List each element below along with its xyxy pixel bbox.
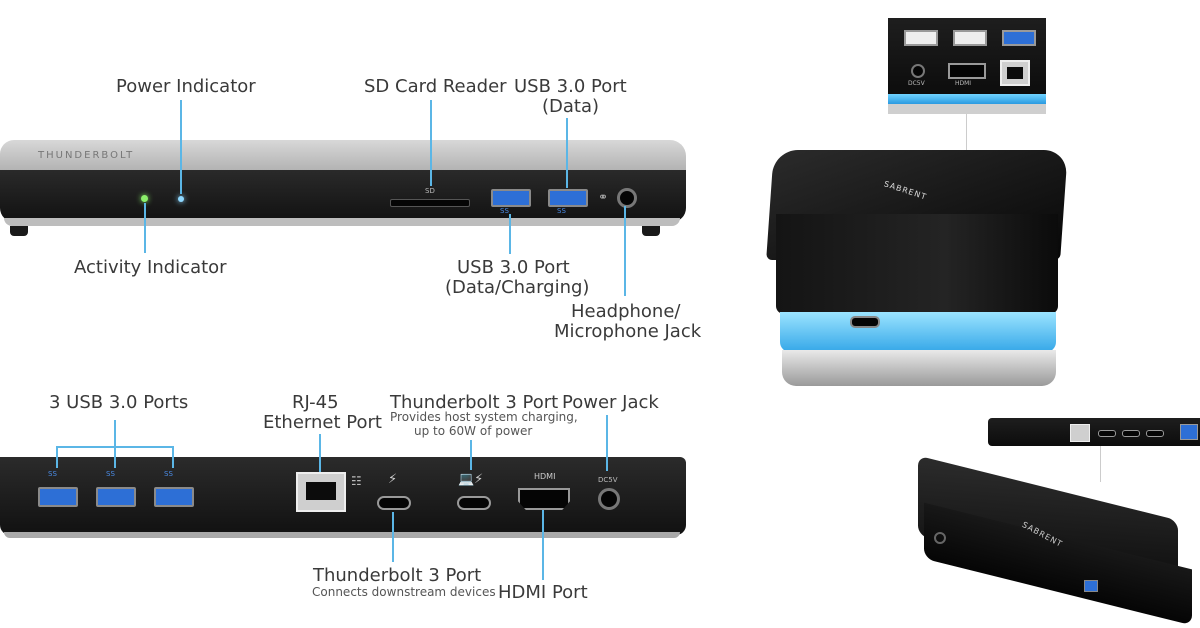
rear-usb-port-1[interactable] [38, 487, 78, 507]
usb-ss-mark-data: SS [557, 207, 566, 215]
usb-ports-label: 3 USB 3.0 Ports [49, 392, 189, 413]
usb-data-label-line2: (Data) [542, 96, 600, 117]
dock-usb-port[interactable] [1180, 424, 1198, 440]
rj45-label-line2: Ethernet Port [263, 412, 382, 433]
tb-host-sub2: up to 60W of power [414, 424, 533, 438]
thunderbolt-port-host[interactable] [457, 496, 491, 510]
usb-charging-label-line1: USB 3.0 Port [457, 257, 570, 278]
thunderbolt-icon-downstream: ⚡ [388, 472, 398, 487]
hdmi-port[interactable] [518, 488, 570, 510]
cube-rear-glow [888, 94, 1046, 104]
activity-indicator-line [144, 203, 146, 253]
tb-host-title: Thunderbolt 3 Port [390, 392, 559, 413]
usb-ports-bracket-v1 [56, 446, 58, 468]
usb-data-line [566, 118, 568, 188]
rear-usb-port-3[interactable] [154, 487, 194, 507]
cube-hdmi-mark: HDMI [955, 80, 972, 87]
power-jack[interactable] [598, 488, 620, 510]
usb-ports-bracket-v2 [114, 420, 116, 468]
rear-usb-port-2[interactable] [96, 487, 136, 507]
usb-port-data[interactable] [548, 189, 588, 207]
tb-downstream-title: Thunderbolt 3 Port [313, 565, 482, 586]
cube-glow [780, 312, 1056, 352]
cube-rear-base [888, 104, 1046, 114]
power-led [178, 196, 184, 202]
cube-dc-mark: DC5V [908, 80, 925, 87]
dock-usbc-port-1[interactable] [1098, 430, 1116, 437]
usb-port-charging[interactable] [491, 189, 531, 207]
front-dock-foot-left [10, 226, 28, 236]
front-dock-brand-strip: THUNDERBOLT [38, 150, 135, 161]
cube-hdmi-port[interactable] [948, 63, 986, 79]
power-indicator-label: Power Indicator [116, 76, 256, 97]
sd-mark: SD [425, 187, 435, 195]
tb-host-line [470, 440, 472, 470]
headphone-icon: ⚭ [598, 190, 609, 204]
cube-connector-line [966, 114, 967, 150]
sd-reader-line [430, 100, 432, 186]
thunderbolt-port-downstream[interactable] [377, 496, 411, 510]
dock-ethernet-port[interactable] [1070, 424, 1090, 442]
cube-base [782, 350, 1056, 386]
dock-connector-line [1100, 446, 1101, 482]
thunderbolt-icon-host: 💻⚡ [458, 472, 484, 487]
usb-ports-bracket-v3 [172, 446, 174, 468]
rear-dock-base [4, 532, 680, 538]
power-jack-label: Power Jack [562, 392, 659, 413]
cube-usb-port-3[interactable] [1002, 30, 1036, 46]
headphone-jack[interactable] [617, 188, 637, 208]
hdmi-port-label: HDMI Port [498, 582, 588, 603]
cube-usb-port-1[interactable] [904, 30, 938, 46]
tb-downstream-sub: Connects downstream devices [312, 585, 496, 599]
usb-data-label-line1: USB 3.0 Port [514, 76, 627, 97]
cube-dc-jack[interactable] [911, 64, 925, 78]
cube-ethernet-port[interactable] [1000, 60, 1030, 86]
hdmi-line [542, 510, 544, 580]
headphone-label-line2: Microphone Jack [554, 321, 702, 342]
dock-rear-panel [988, 418, 1200, 446]
tb-downstream-line [392, 512, 394, 562]
dock-usbc-port-2[interactable] [1122, 430, 1140, 437]
rear-usb2-ss-mark: SS [106, 470, 115, 478]
tb-host-sub1: Provides host system charging, [390, 410, 578, 424]
usb-ss-mark-charging: SS [500, 207, 509, 215]
hdmi-mark: HDMI [534, 472, 556, 481]
rear-usb3-ss-mark: SS [164, 470, 173, 478]
cube-usbc-port-front[interactable] [850, 316, 880, 328]
front-dock-foot-right [642, 226, 660, 236]
dock-usb-front-port[interactable] [1084, 580, 1098, 592]
sd-card-reader-label: SD Card Reader [364, 76, 507, 97]
rear-usb1-ss-mark: SS [48, 470, 57, 478]
rj45-label-line1: RJ-45 [292, 392, 339, 413]
network-icon: ☷ [351, 474, 362, 488]
cube-body [776, 214, 1058, 314]
activity-indicator-label: Activity Indicator [74, 257, 227, 278]
activity-led [141, 195, 148, 202]
dock-usbc-port-3[interactable] [1146, 430, 1164, 437]
dc-mark: DC5V [598, 476, 618, 484]
power-jack-line [606, 415, 608, 471]
usb-charging-line [509, 214, 511, 254]
usb-charging-label-line2: (Data/Charging) [445, 277, 590, 298]
headphone-label-line1: Headphone/ [571, 301, 681, 322]
power-indicator-line [180, 100, 182, 194]
sd-card-slot[interactable] [390, 199, 470, 207]
dock-power-button[interactable] [934, 532, 946, 544]
front-dock-base [4, 218, 680, 226]
headphone-line [624, 206, 626, 296]
cube-usb-port-2[interactable] [953, 30, 987, 46]
ethernet-port[interactable] [296, 472, 346, 512]
rj45-line [319, 434, 321, 472]
